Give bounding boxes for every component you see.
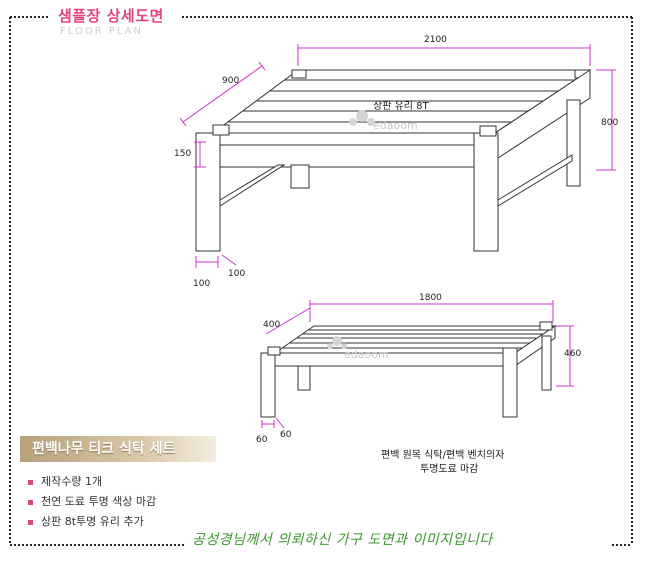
bullet-icon xyxy=(28,479,33,485)
page-title: 샘플장 상세도면 xyxy=(54,5,168,26)
table-top-thickness-label: 150 xyxy=(174,149,192,159)
bench-drawing xyxy=(260,321,557,418)
bench-leg-width-label: 60 xyxy=(256,435,268,445)
table-watermark: edaoom xyxy=(373,119,418,132)
bullet-icon xyxy=(28,519,33,525)
bench-length-label: 1800 xyxy=(419,293,442,303)
spec-item: 천연 도료 투명 색상 마감 xyxy=(28,492,156,512)
page-subtitle: FLOOR PLAN xyxy=(60,26,143,37)
bench-depth-label: 400 xyxy=(263,320,281,330)
watermark-logo xyxy=(327,110,375,349)
table-drawing xyxy=(195,69,592,252)
bullet-icon xyxy=(28,499,33,505)
glass-note: 상판 유리 8T xyxy=(373,101,429,112)
table-leg-depth-label: 100 xyxy=(228,269,246,279)
table-length-label: 2100 xyxy=(424,35,447,45)
bench-watermark: edaoom xyxy=(344,348,389,361)
bench-height-label: 460 xyxy=(564,349,582,359)
description-line-1: 편백 원목 식탁/편백 벤치의자 xyxy=(381,450,505,461)
bench-leg-depth-label: 60 xyxy=(280,430,292,440)
table-depth-label: 900 xyxy=(222,76,240,86)
footer-message: 공성경님께서 의뢰하신 가구 도면과 이미지입니다 xyxy=(192,532,493,548)
description-line-2: 투명도료 마감 xyxy=(420,464,479,475)
table-leg-width-label: 100 xyxy=(193,279,211,289)
table-dimension-lines xyxy=(179,44,616,268)
spec-list: 제작수량 1개 천연 도료 투명 색상 마감 상판 8t투명 유리 추가 xyxy=(28,472,156,532)
spec-item: 상판 8t투명 유리 추가 xyxy=(28,512,156,532)
table-height-label: 800 xyxy=(601,118,619,128)
spec-item: 제작수량 1개 xyxy=(28,472,156,492)
bench-dimension-lines xyxy=(261,300,574,429)
set-title: 편백나무 티크 식탁 세트 xyxy=(20,436,216,462)
